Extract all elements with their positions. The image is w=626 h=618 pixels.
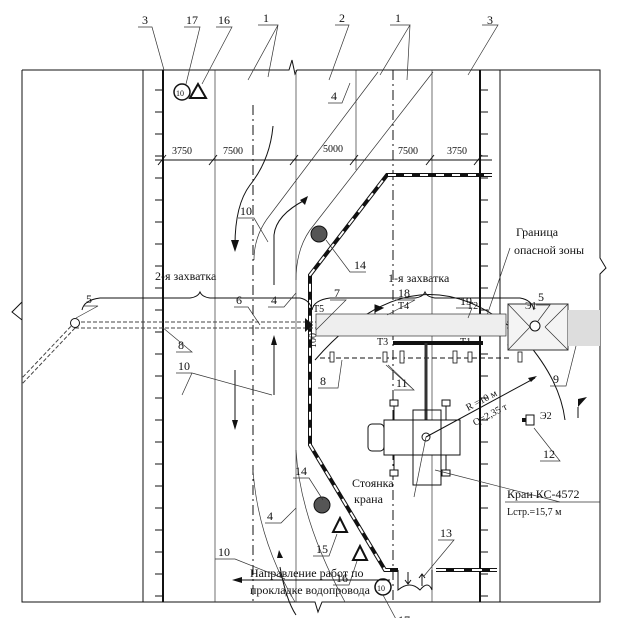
- point-e1: Э1: [525, 301, 537, 312]
- traffic-arrows: [231, 125, 308, 616]
- callout-18: 18: [398, 286, 410, 300]
- callout-16: 16: [336, 571, 348, 585]
- point-t2: T2: [467, 301, 478, 312]
- callout-1: 1: [263, 11, 269, 25]
- callout-4: 4: [271, 293, 277, 307]
- zone-first-label: 1-я захватка: [388, 271, 450, 285]
- work-direction: Направление работ по прокладке водопрово…: [232, 566, 390, 597]
- warning-sign-15: [331, 515, 349, 533]
- water-pipeline: [21, 303, 600, 385]
- crane-model: Кран КС-4572: [507, 487, 579, 501]
- callout-10: 10: [240, 204, 252, 218]
- callout-6: 6: [236, 293, 242, 307]
- callout-10: 10: [178, 359, 190, 373]
- dimension-5000: 5000: [323, 144, 343, 155]
- offset-label: 100: [308, 333, 319, 348]
- point-e2: Э2: [540, 411, 552, 422]
- callout-9: 9: [553, 372, 559, 386]
- callout-3: 3: [487, 13, 493, 27]
- svg-text:10: 10: [176, 89, 184, 98]
- point-t5: T5: [313, 304, 324, 315]
- point-t3: T3: [377, 337, 388, 348]
- zone-second-label: 2-я захватка: [155, 269, 217, 283]
- danger-zone-label-1: Граница: [516, 225, 559, 239]
- callout-17: 17: [398, 613, 410, 618]
- crane-boom-length: Lстр.=15,7 м: [507, 507, 562, 518]
- dimension-7500-right: 7500: [398, 146, 418, 157]
- callout-15: 15: [316, 542, 328, 556]
- callout-5: 5: [86, 292, 92, 306]
- danger-zone-label-2: опасной зоны: [514, 243, 584, 257]
- svg-text:10: 10: [377, 584, 385, 593]
- plan-frame: [11, 59, 607, 614]
- callout-4: 4: [267, 509, 273, 523]
- no-entry-sign-bottom: [313, 496, 331, 514]
- callout-17: 17: [186, 13, 198, 27]
- barrier-fence: [308, 173, 497, 592]
- callout-14: 14: [295, 464, 307, 478]
- callout-7: 7: [334, 286, 340, 300]
- callouts: 3 17 16 1 2 1 3 4 10 14 5 6 4 7 18 19 5 …: [86, 11, 559, 618]
- dimension-3750-right: 3750: [447, 146, 467, 157]
- callout-3: 3: [142, 13, 148, 27]
- well-node-left: [70, 318, 80, 328]
- warning-sign-16: [351, 543, 369, 561]
- callout-1: 1: [395, 11, 401, 25]
- electrode-e2: [522, 414, 535, 426]
- callout-4: 4: [331, 89, 337, 103]
- no-entry-sign-top: [310, 225, 328, 243]
- crane-ks-4572: 100 R =10 м Q=2,35 т Стоянка крана Кран …: [308, 333, 600, 518]
- callout-14: 14: [354, 258, 366, 272]
- warning-sign-top: [188, 81, 208, 99]
- callout-11: 11: [396, 376, 408, 390]
- callout-16: 16: [218, 13, 230, 27]
- callout-2: 2: [339, 11, 345, 25]
- callout-13: 13: [440, 526, 452, 540]
- callout-19: 19: [460, 294, 472, 308]
- sidewalk-left: [142, 70, 164, 602]
- callout-5: 5: [538, 290, 544, 304]
- point-t1: T1: [460, 337, 471, 348]
- callout-10: 10: [218, 545, 230, 559]
- crane-parking-label-2: крана: [354, 492, 384, 506]
- callout-8: 8: [320, 374, 326, 388]
- callout-12: 12: [543, 447, 555, 461]
- zone-braces: 2-я захватка 1-я захватка Граница опасно…: [81, 225, 584, 311]
- speed-limit-sign-top: 10: [173, 83, 191, 101]
- callout-8: 8: [178, 338, 184, 352]
- dimension-line: 3750 7500 5000 7500 3750: [155, 144, 492, 166]
- speed-limit-sign-bottom: 10: [374, 578, 392, 596]
- direction-label-2: прокладке водопровода: [250, 583, 371, 597]
- crane-parking-label-1: Стоянка: [352, 476, 394, 490]
- leader-lines: [75, 24, 577, 618]
- well-node-right: [529, 320, 541, 332]
- dimension-3750-left: 3750: [172, 146, 192, 157]
- dimension-7500-left: 7500: [223, 146, 243, 157]
